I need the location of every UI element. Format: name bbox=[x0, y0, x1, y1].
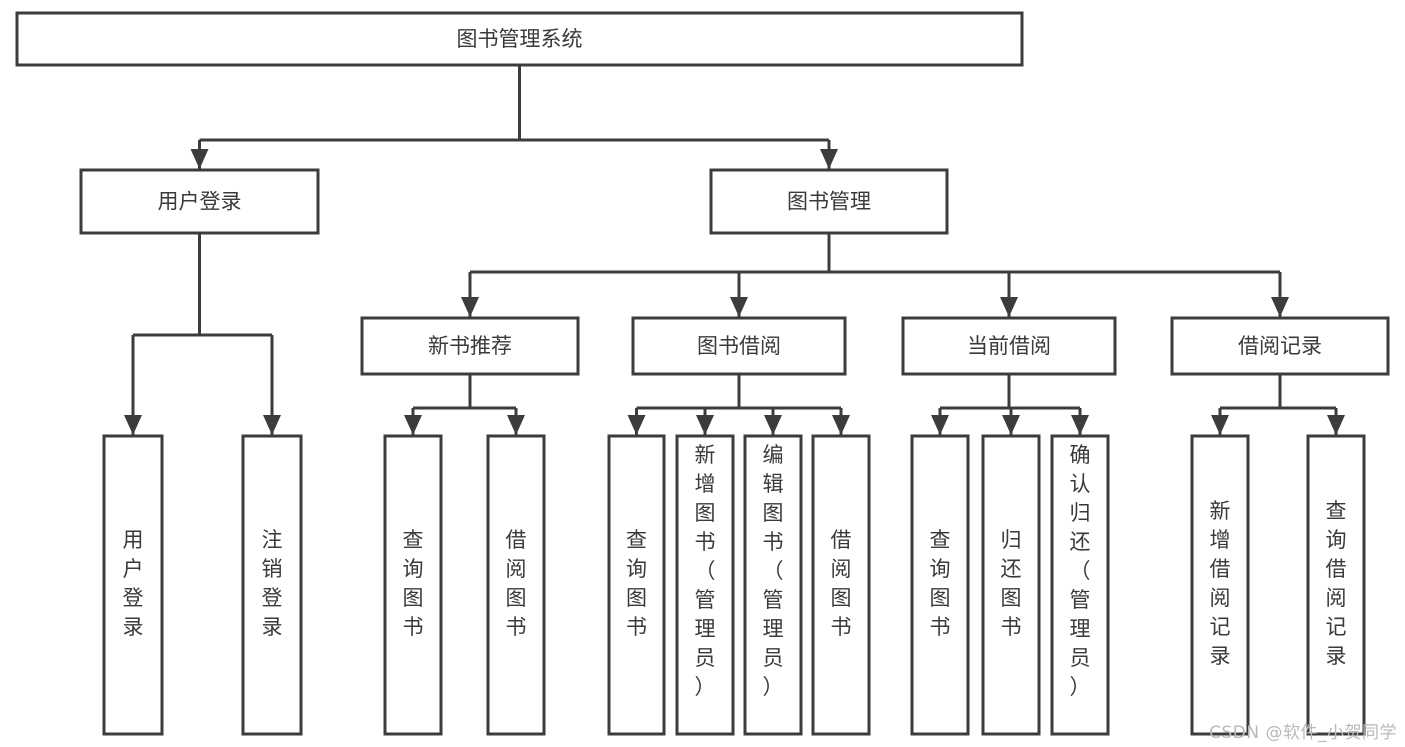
node-新书推荐[interactable]: 新书推荐 bbox=[360, 316, 580, 376]
node-当前借阅[interactable]: 当前借阅 bbox=[901, 316, 1117, 376]
node-label-图书管理系统: 图书管理系统 bbox=[457, 27, 583, 51]
watermark-label: CSDN @软件_小贺同学 bbox=[1209, 723, 1397, 743]
node-查询图书[interactable]: 查询图书 bbox=[607, 434, 666, 736]
node-box-借阅图书[interactable] bbox=[811, 434, 871, 736]
node-label-新书推荐: 新书推荐 bbox=[428, 334, 512, 358]
arrow-head-icon-新书推荐 bbox=[461, 297, 479, 317]
node-box-编辑图书管理员[interactable] bbox=[743, 434, 803, 736]
node-编辑图书管理员[interactable]: 编辑图书（管理员） bbox=[743, 434, 803, 736]
node-label-借阅图书: 借阅图书 bbox=[506, 528, 527, 639]
arrow-head-icon-图书管理 bbox=[820, 149, 838, 169]
node-label-编辑图书管理员: 编辑图书（管理员） bbox=[763, 443, 784, 699]
arrow-head-icon-用户登录 bbox=[124, 415, 142, 435]
node-box-用户登录[interactable] bbox=[102, 434, 164, 736]
node-label-图书借阅: 图书借阅 bbox=[697, 334, 781, 358]
node-box-查询图书[interactable] bbox=[910, 434, 970, 736]
node-注销登录[interactable]: 注销登录 bbox=[241, 434, 303, 736]
arrow-head-icon-确认归还管理员 bbox=[1071, 415, 1089, 435]
node-label-新增图书管理员: 新增图书（管理员） bbox=[695, 443, 716, 699]
node-label-用户登录: 用户登录 bbox=[123, 528, 144, 639]
node-label-用户登录: 用户登录 bbox=[158, 190, 242, 214]
node-label-确认归还管理员: 确认归还（管理员） bbox=[1070, 443, 1091, 699]
arrow-head-icon-当前借阅 bbox=[1000, 297, 1018, 317]
node-box-确认归还管理员[interactable] bbox=[1050, 434, 1110, 736]
node-box-新增借阅记录[interactable] bbox=[1190, 434, 1250, 736]
arrow-head-icon-查询借阅记录 bbox=[1327, 415, 1345, 435]
node-图书借阅[interactable]: 图书借阅 bbox=[631, 316, 847, 376]
arrow-head-icon-归还图书 bbox=[1002, 415, 1020, 435]
arrow-head-icon-借阅图书 bbox=[832, 415, 850, 435]
node-label-归还图书: 归还图书 bbox=[1001, 528, 1022, 639]
node-box-查询图书[interactable] bbox=[383, 434, 443, 736]
node-用户登录[interactable]: 用户登录 bbox=[79, 168, 320, 235]
arrow-head-icon-新增图书管理员 bbox=[696, 415, 714, 435]
node-label-查询图书: 查询图书 bbox=[930, 528, 951, 639]
node-label-新增借阅记录: 新增借阅记录 bbox=[1210, 499, 1231, 668]
arrow-head-icon-编辑图书管理员 bbox=[764, 415, 782, 435]
node-box-注销登录[interactable] bbox=[241, 434, 303, 736]
arrow-head-icon-用户登录 bbox=[190, 149, 209, 169]
node-label-查询借阅记录: 查询借阅记录 bbox=[1326, 499, 1347, 668]
node-box-图书管理[interactable] bbox=[709, 168, 949, 235]
node-box-查询图书[interactable] bbox=[607, 434, 666, 736]
node-box-图书借阅[interactable] bbox=[631, 316, 847, 376]
arrow-head-icon-查询图书 bbox=[404, 415, 422, 435]
node-图书管理系统[interactable]: 图书管理系统 bbox=[15, 11, 1024, 67]
node-label-注销登录: 注销登录 bbox=[262, 528, 283, 639]
arrow-head-icon-查询图书 bbox=[627, 415, 646, 435]
node-新增借阅记录[interactable]: 新增借阅记录 bbox=[1190, 434, 1250, 736]
arrow-head-icon-借阅图书 bbox=[507, 415, 525, 435]
node-图书管理[interactable]: 图书管理 bbox=[709, 168, 949, 235]
node-label-借阅图书: 借阅图书 bbox=[831, 528, 852, 639]
arrow-head-icon-图书借阅 bbox=[730, 297, 748, 317]
node-借阅图书[interactable]: 借阅图书 bbox=[486, 434, 546, 736]
node-box-借阅图书[interactable] bbox=[486, 434, 546, 736]
node-box-查询借阅记录[interactable] bbox=[1306, 434, 1366, 736]
node-box-新增图书管理员[interactable] bbox=[675, 434, 735, 736]
node-label-借阅记录: 借阅记录 bbox=[1238, 334, 1322, 358]
node-查询借阅记录[interactable]: 查询借阅记录 bbox=[1306, 434, 1366, 736]
node-box-归还图书[interactable] bbox=[981, 434, 1041, 736]
arrow-head-icon-借阅记录 bbox=[1271, 297, 1289, 317]
arrow-head-icon-新增借阅记录 bbox=[1211, 415, 1229, 435]
node-label-当前借阅: 当前借阅 bbox=[967, 334, 1051, 358]
node-label-图书管理: 图书管理 bbox=[787, 190, 871, 214]
node-借阅记录[interactable]: 借阅记录 bbox=[1170, 316, 1390, 376]
node-box-图书管理系统[interactable] bbox=[15, 11, 1024, 67]
node-box-借阅记录[interactable] bbox=[1170, 316, 1390, 376]
node-label-查询图书: 查询图书 bbox=[626, 528, 647, 639]
node-查询图书[interactable]: 查询图书 bbox=[383, 434, 443, 736]
node-借阅图书[interactable]: 借阅图书 bbox=[811, 434, 871, 736]
node-查询图书[interactable]: 查询图书 bbox=[910, 434, 970, 736]
node-box-当前借阅[interactable] bbox=[901, 316, 1117, 376]
node-确认归还管理员[interactable]: 确认归还（管理员） bbox=[1050, 434, 1110, 736]
arrow-head-icon-查询图书 bbox=[931, 415, 949, 435]
node-新增图书管理员[interactable]: 新增图书（管理员） bbox=[675, 434, 735, 736]
node-box-用户登录[interactable] bbox=[79, 168, 320, 235]
node-归还图书[interactable]: 归还图书 bbox=[981, 434, 1041, 736]
node-用户登录[interactable]: 用户登录 bbox=[102, 434, 164, 736]
node-label-查询图书: 查询图书 bbox=[403, 528, 424, 639]
node-box-新书推荐[interactable] bbox=[360, 316, 580, 376]
arrow-head-icon-注销登录 bbox=[263, 415, 281, 435]
